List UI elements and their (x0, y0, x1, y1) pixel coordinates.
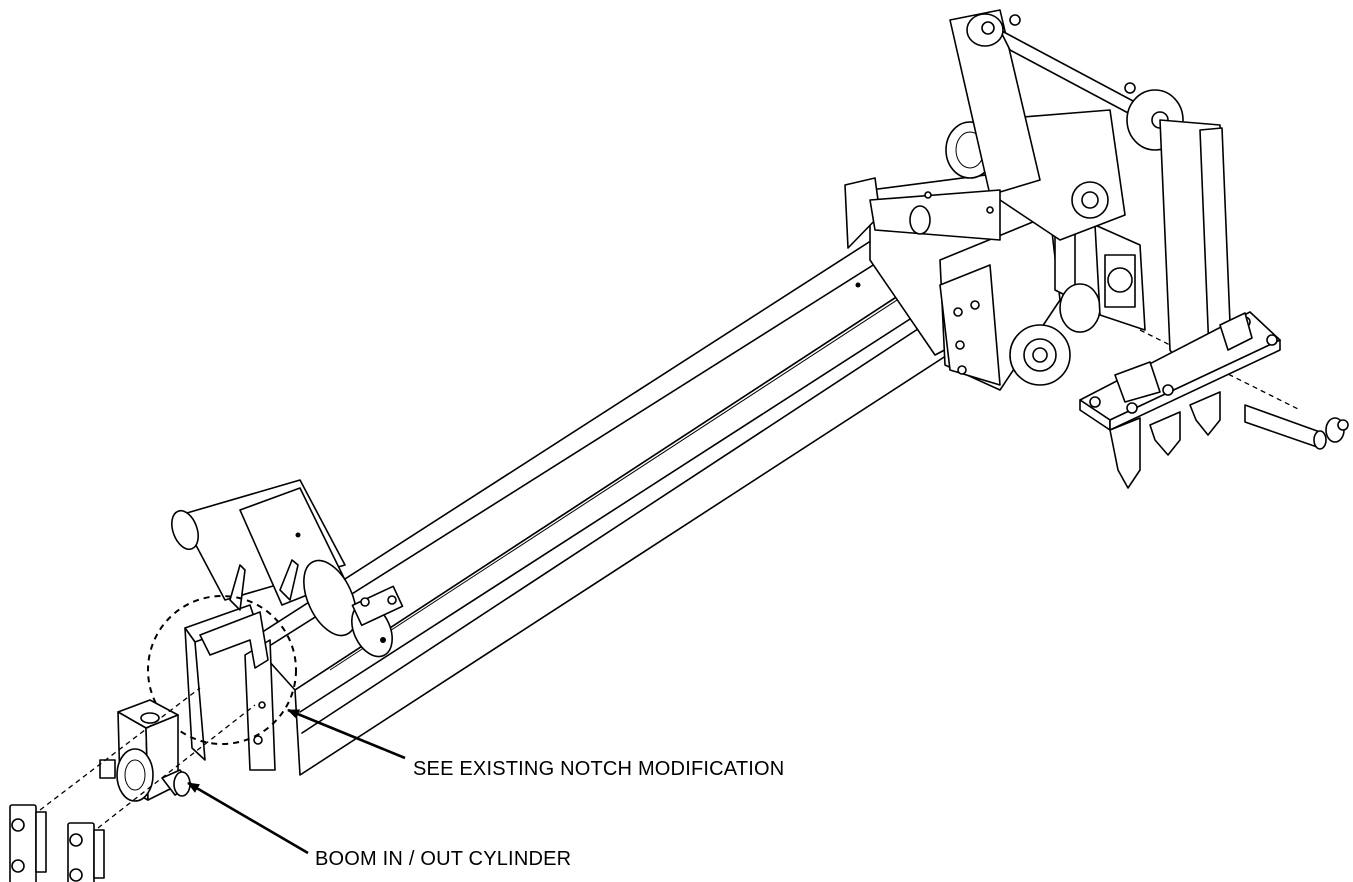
boom-head-assembly (844, 9, 1233, 391)
cylinder-callout-label: BOOM IN / OUT CYLINDER (315, 848, 572, 870)
boom-beam (249, 234, 956, 776)
notch-detail-circle (147, 595, 297, 745)
end-bracket (184, 559, 299, 771)
alignment-lines (39, 329, 1301, 829)
cylinder-body (171, 479, 404, 658)
clamp-bracket-left (9, 804, 47, 882)
boom-clamp-plate (1079, 311, 1281, 489)
notch-callout-arrow (287, 708, 406, 760)
pivot-pin (1244, 404, 1349, 450)
cylinder-end-block (99, 699, 193, 802)
clamp-bracket-right (67, 822, 105, 882)
notch-callout-label: SEE EXISTING NOTCH MODIFICATION (413, 758, 785, 780)
cylinder-callout-arrow (187, 781, 309, 855)
